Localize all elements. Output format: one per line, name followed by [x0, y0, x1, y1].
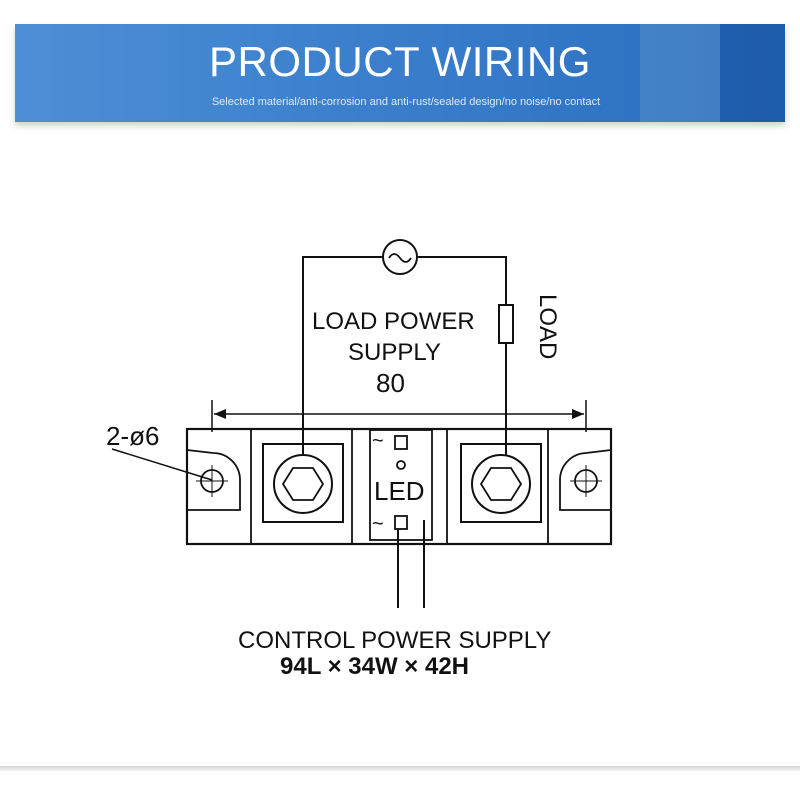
mount-ear-right: [559, 448, 612, 511]
load-power-supply-label-2: SUPPLY: [348, 339, 441, 366]
ac-symbol-top: ~: [372, 430, 384, 452]
terminal-right-hex: [479, 467, 523, 501]
load-wire-right: [418, 256, 507, 305]
control-power-supply-label: CONTROL POWER SUPPLY: [238, 627, 551, 654]
dimension-arrow-left: [214, 409, 226, 419]
bottom-divider: [0, 766, 800, 771]
terminal-left-ring: [273, 454, 333, 514]
mount-ear-left: [186, 448, 241, 511]
terminal-left-frame: [262, 443, 344, 523]
banner-stripe: [640, 24, 720, 122]
width-dimension-label: 80: [376, 368, 405, 398]
led-indicator: [396, 460, 406, 470]
ac-source-wave: [388, 253, 412, 263]
page-subtitle: Selected material/anti-corrosion and ant…: [211, 96, 601, 108]
load-label: LOAD: [534, 294, 561, 359]
load-power-supply-label: LOAD POWER: [312, 308, 475, 335]
ac-symbol-bottom: ~: [372, 513, 384, 535]
hole-label: 2-ø6: [106, 421, 159, 451]
led-label: LED: [374, 476, 425, 506]
control-pin-bottom: [394, 515, 408, 530]
page-title: PRODUCT WIRING: [209, 38, 591, 85]
terminal-right-frame: [460, 443, 542, 523]
control-frame: [369, 429, 433, 541]
control-pin-top: [394, 435, 408, 450]
hole-leader: [111, 448, 213, 481]
dimensions-label: 94L × 34W × 42H: [280, 653, 469, 680]
load-wire-left: [302, 256, 382, 456]
terminal-right-ring: [471, 454, 531, 514]
dimension-arrow-right: [572, 409, 584, 419]
banner-stripe-dark: [720, 24, 785, 122]
header: PRODUCT WIRING Selected material/anti-co…: [0, 0, 800, 130]
header-banner: [15, 24, 785, 122]
load-resistor: [498, 304, 514, 344]
terminal-left-hex: [281, 467, 325, 501]
ac-source-circle: [382, 239, 418, 275]
